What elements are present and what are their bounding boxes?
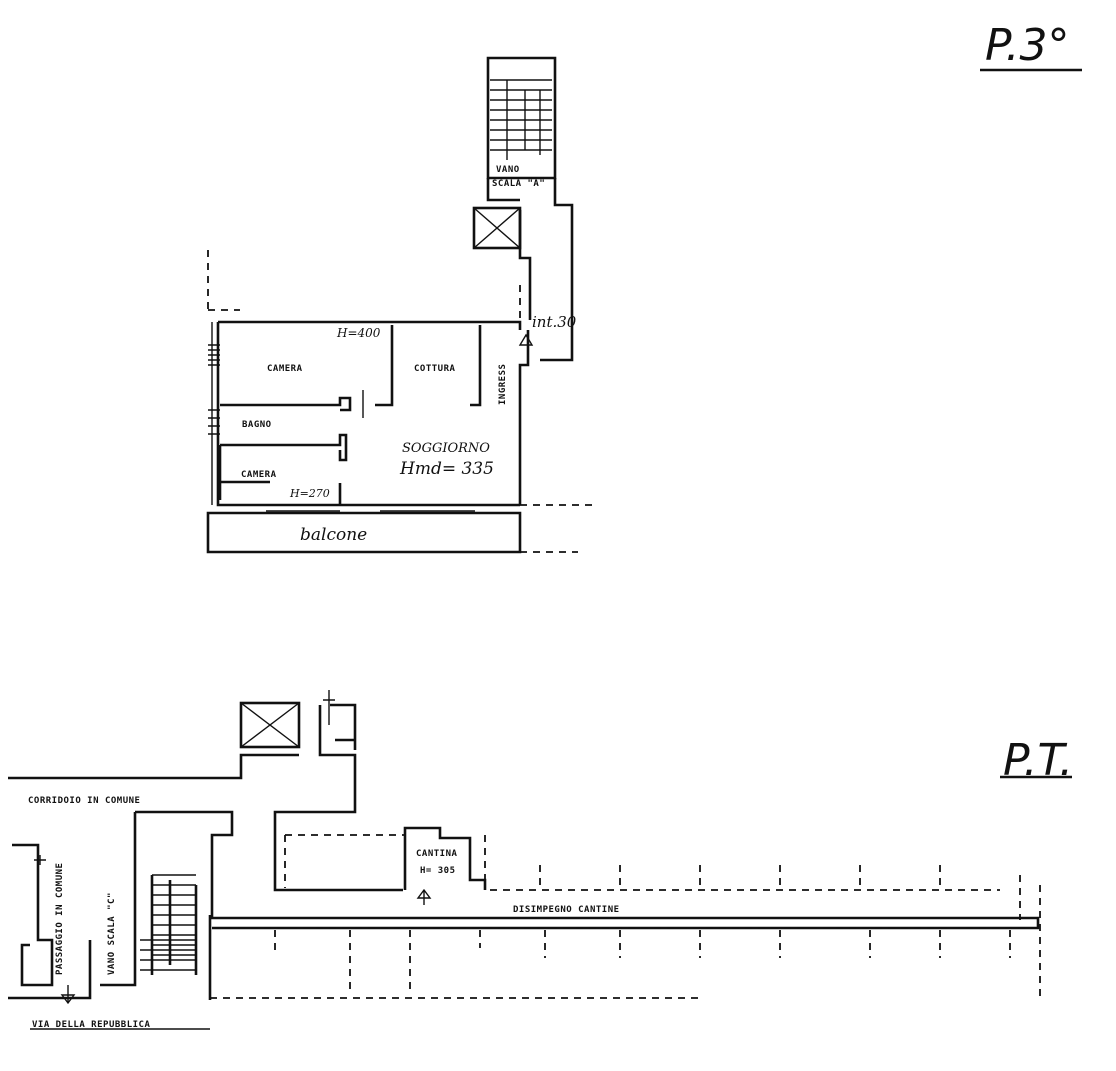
cantina-room: CANTINA H= 305 xyxy=(403,826,487,905)
passage-label: PASSAGGIO IN COMUNE xyxy=(55,863,65,975)
party-wall-dash xyxy=(207,250,240,311)
cantina-entry-icon xyxy=(416,888,432,905)
room-ingresso: INGRESS xyxy=(498,364,508,405)
room-soggiorno: SOGGIORNO xyxy=(402,441,490,456)
ground-floor-title: P.T. xyxy=(1003,735,1073,786)
upper-floor-title: P.3° xyxy=(985,20,1069,71)
room-camera-1: CAMERA xyxy=(267,364,303,374)
left-arrows-icon xyxy=(34,855,76,1005)
left-windows xyxy=(208,344,220,435)
entry-arrow-icon xyxy=(323,690,335,725)
ground-outline xyxy=(8,753,1040,1000)
internal-partitions xyxy=(218,325,482,505)
stair-label-2: SCALA "A" xyxy=(492,179,545,189)
left-passage-bottom xyxy=(8,940,92,1000)
ground-floor-plan: P.T. VANO SCALA "C" PASSAGGIO IN COMUNE … xyxy=(8,690,1073,1030)
room-camera-2: CAMERA xyxy=(241,470,277,480)
cellar-partitions-top xyxy=(284,834,1041,1000)
room-hmd: Hmd= 335 xyxy=(399,459,494,479)
stair-core-a: VANO SCALA "A" xyxy=(486,56,574,362)
lift-shaft xyxy=(472,206,532,320)
party-wall-dash-3 xyxy=(519,504,598,553)
street-label: VIA DELLA REPUBBLICA xyxy=(32,1020,150,1030)
stair-label-1: VANO xyxy=(496,165,520,175)
corridor-label: CORRIDOIO IN COMUNE xyxy=(28,796,140,806)
unit-label: int.30 xyxy=(532,313,577,331)
stair-c-label: VANO SCALA "C" xyxy=(107,892,117,975)
cantina-label: CANTINA xyxy=(416,849,458,859)
ground-lift xyxy=(239,701,301,749)
stair-core-c: VANO SCALA "C" xyxy=(107,874,198,975)
balcony-label: balcone xyxy=(300,525,367,545)
upper-floor-plan: P.3° VANO SCALA "A" xyxy=(206,20,1082,554)
left-passage-walls xyxy=(12,843,54,987)
ground-walls-top xyxy=(273,703,403,892)
cantina-height: H= 305 xyxy=(420,866,456,876)
disimpegno-label: DISIMPEGNO CANTINE xyxy=(513,905,620,915)
entrance-arrow-icon xyxy=(518,330,534,355)
cellar-partitions-bottom xyxy=(210,927,1038,999)
height-top-label: H=400 xyxy=(336,326,381,340)
height-small-label: H=270 xyxy=(289,487,330,500)
room-bagno: BAGNO xyxy=(242,420,272,430)
room-cottura: COTTURA xyxy=(414,364,456,374)
